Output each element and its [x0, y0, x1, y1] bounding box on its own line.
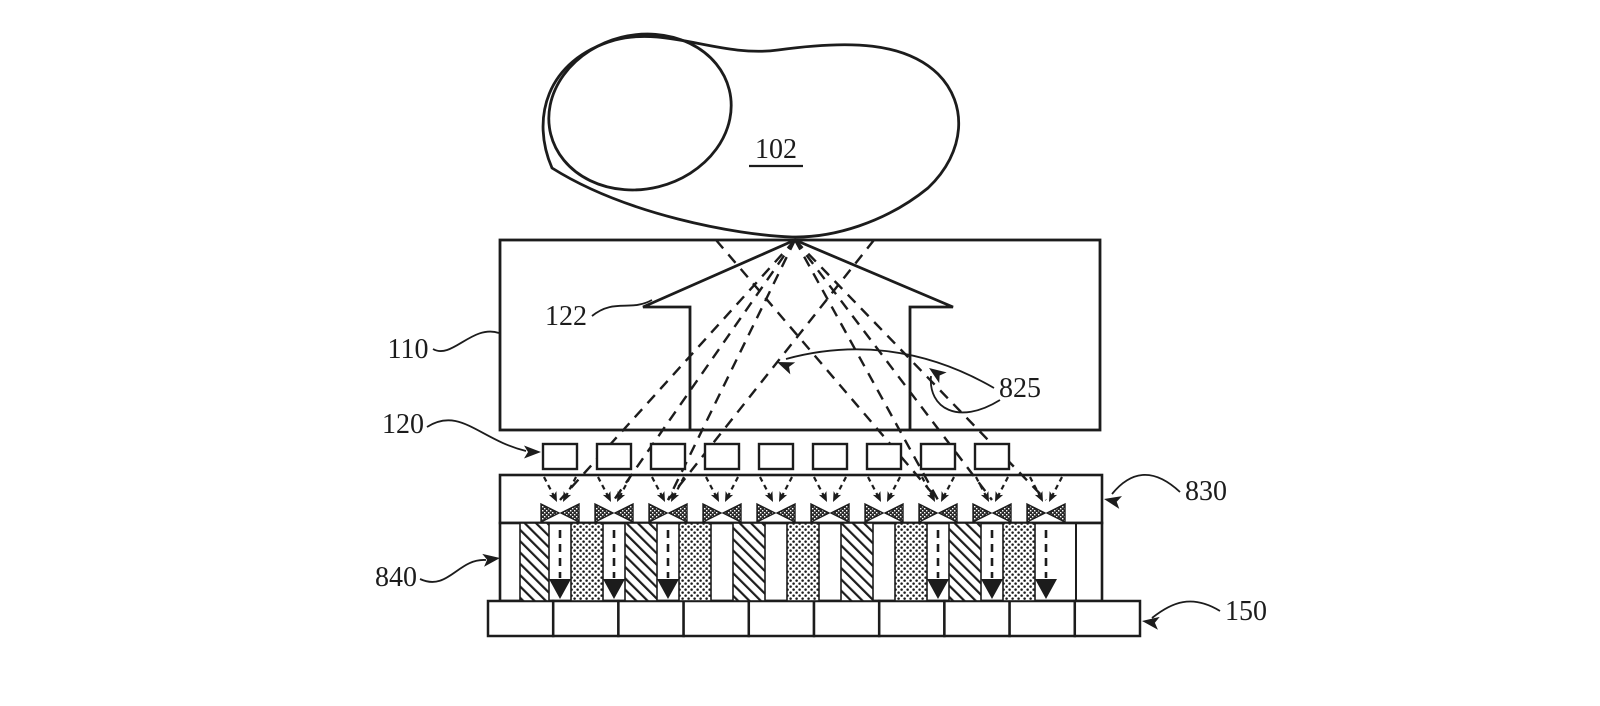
- aperture-bowties: [540, 502, 1066, 524]
- light-ray: [666, 239, 797, 501]
- emitter-square: [811, 442, 849, 471]
- collimator-hatch-blocks: [519, 522, 1036, 602]
- sensor-segment: [486, 599, 555, 638]
- collimator-arrow-head: [981, 579, 1003, 599]
- cover-layer-rect: [498, 238, 1102, 432]
- sensor-segment: [682, 599, 751, 638]
- collimator-hatch-block: [786, 522, 820, 602]
- label-reflected-rays: 825: [999, 373, 1041, 404]
- aperture-bowtie: [972, 502, 1012, 524]
- leader-arrowhead-aperture-layer: [1102, 492, 1122, 509]
- label-aperture-layer: 830: [1185, 476, 1227, 507]
- collimator-hatch-block: [678, 522, 712, 602]
- aperture-converging-rays: [543, 476, 1063, 504]
- collimator-arrow-head: [603, 579, 625, 599]
- collimator-hatch-block: [519, 522, 550, 602]
- collimator-arrow-head: [1035, 579, 1057, 599]
- collimator-hatch-block: [624, 522, 658, 602]
- sensor-segment-row: [486, 599, 1142, 638]
- leader-reflected-rays-1: [785, 348, 995, 389]
- collimator-hatch-block: [732, 522, 766, 602]
- emitter-square: [757, 442, 795, 471]
- aperture-bowtie: [1026, 502, 1066, 524]
- leader-cover-layer: [432, 330, 500, 352]
- leader-arrowhead-light-sources: [524, 445, 541, 459]
- light-ray: [667, 239, 875, 501]
- aperture-bowtie: [810, 502, 850, 524]
- light-ray: [613, 239, 796, 501]
- emitter-square: [541, 442, 579, 471]
- emitter-row: [541, 442, 1011, 471]
- light-ray: [794, 239, 1047, 501]
- fingertip-whorl: [547, 32, 733, 192]
- light-ray: [794, 239, 993, 501]
- collimator-arrow-head: [549, 579, 571, 599]
- leader-arrowhead-reflected-rays-2: [925, 362, 947, 384]
- leader-collimator-layer: [419, 559, 487, 583]
- label-sensor-layer: 150: [1225, 596, 1267, 627]
- sensor-segment: [812, 599, 881, 638]
- sensor-segment: [1008, 599, 1077, 638]
- label-light-sources: 120: [382, 409, 424, 440]
- labels: 102 110 122 120 825 830 840 150: [375, 134, 1267, 630]
- aperture-bowtie: [594, 502, 634, 524]
- sensor-segment: [551, 599, 620, 638]
- collimator-hatch-block: [894, 522, 928, 602]
- illumination-block-arrow: [642, 238, 954, 430]
- leader-arrowhead-reflected-rays-1: [774, 355, 796, 375]
- sensor-segment: [1073, 599, 1142, 638]
- finger-outline: [541, 32, 960, 239]
- aperture-bowtie: [756, 502, 796, 524]
- label-illumination-arrow: 122: [545, 301, 587, 332]
- emitter-square: [865, 442, 903, 471]
- emitter-square: [595, 442, 633, 471]
- aperture-bowtie: [540, 502, 580, 524]
- aperture-bowtie: [864, 502, 904, 524]
- sensor-segment: [617, 599, 685, 638]
- collimator-arrows: [549, 530, 1057, 599]
- collimator-arrow-head: [927, 579, 949, 599]
- sensor-segment: [747, 599, 816, 638]
- leader-aperture-layer: [1111, 474, 1181, 495]
- leader-reflected-rays-2: [930, 375, 1001, 414]
- finger-blob: [541, 35, 960, 239]
- emitter-square: [973, 442, 1011, 471]
- collimator-hatch-block: [840, 522, 874, 602]
- aperture-bowtie: [702, 502, 742, 524]
- leader-illumination-arrow: [591, 299, 653, 317]
- emitter-square: [703, 442, 741, 471]
- label-collimator-layer: 840: [375, 562, 417, 593]
- label-cover-layer: 110: [388, 334, 429, 365]
- aperture-bowtie: [918, 502, 958, 524]
- sensor-segment: [943, 599, 1011, 638]
- leader-light-sources: [426, 419, 527, 452]
- sensor-segment: [877, 599, 946, 638]
- reflected-rays: [559, 239, 1047, 501]
- label-finger: 102: [755, 134, 797, 165]
- leader-sensor-layer: [1151, 600, 1221, 619]
- light-ray: [793, 239, 940, 501]
- emitter-square: [919, 442, 957, 471]
- emitter-square: [649, 442, 687, 471]
- collimator-arrow-head: [657, 579, 679, 599]
- leader-arrowhead-sensor-layer: [1141, 614, 1160, 630]
- collimator-hatch-block: [1002, 522, 1036, 602]
- collimator-hatch-block: [570, 522, 604, 602]
- collimator-hatch-block: [948, 522, 982, 602]
- aperture-bowtie: [648, 502, 688, 524]
